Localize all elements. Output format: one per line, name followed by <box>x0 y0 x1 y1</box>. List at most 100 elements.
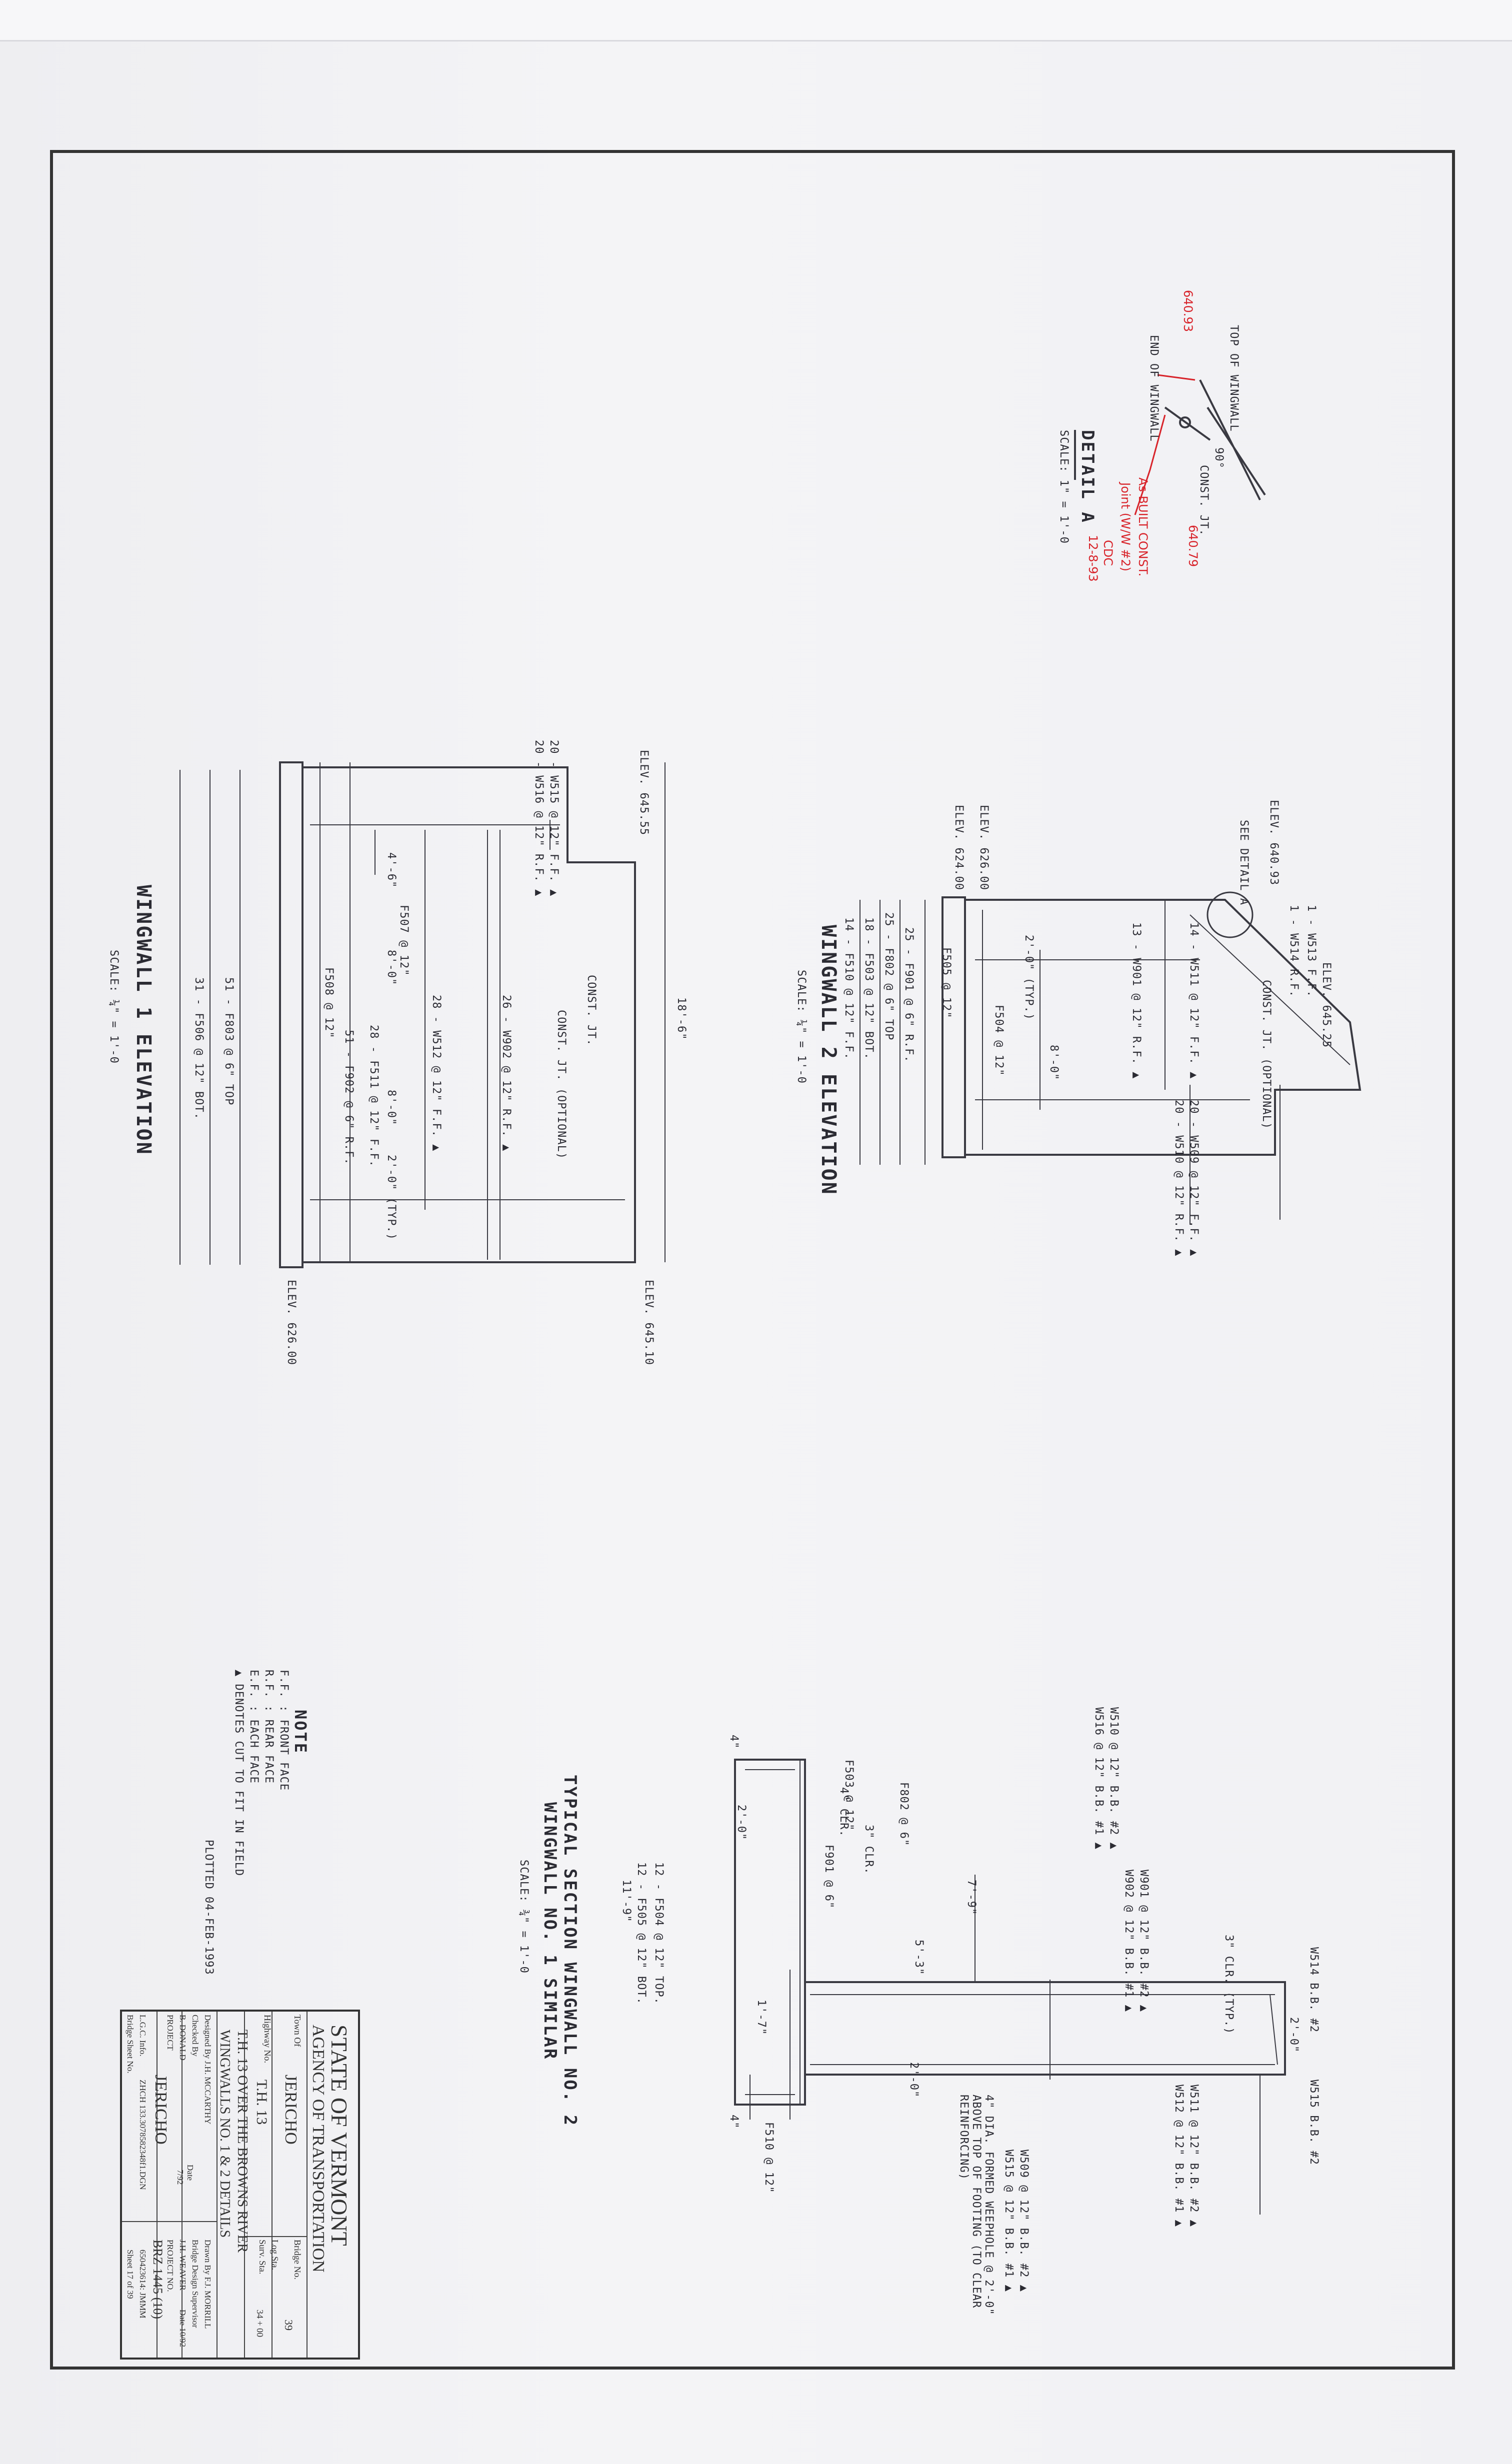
ww2-scale: SCALE: ¼" = 1'-0 <box>795 970 808 1084</box>
sec-label-8: W512 @ 12" B.B. #1 ▲ <box>1172 2085 1185 2227</box>
tb-project: JERICHO <box>152 2075 170 2145</box>
ww2-bar-bottom-1: 20 - W509 @ 12" F.F. ▲ <box>1188 1100 1200 1257</box>
detail-a-end-label: END OF WINGWALL <box>1148 335 1160 442</box>
tb-log-sta-label: Log Sta. <box>270 2240 280 2270</box>
detail-a-handwritten-initials: CDC <box>1101 540 1115 566</box>
tb-bridge-no: 39 <box>282 2320 295 2331</box>
ww2-bar-top-1: 1 - W513 F.F. <box>1305 905 1318 998</box>
ww1-elev-top-left: ELEV. 645.55 <box>638 750 650 835</box>
ww1-elev-top-right: ELEV. 645.10 <box>642 1280 655 1365</box>
detail-a-handwritten-elev1: 640.93 <box>1181 290 1195 332</box>
tb-project-label: PROJECT <box>166 2015 175 2051</box>
ww2-bar-bottom-2: 20 - W510 @ 12" R.F. ▲ <box>1172 1100 1185 1257</box>
wingwall1-inner-bars <box>310 820 625 1205</box>
detail-a-top-label: TOP OF WINGWALL <box>1228 325 1240 432</box>
ww2-dowel-1: F505 @ 12" <box>940 947 952 1019</box>
ww2-elev-footing: ELEV. 626.00 <box>978 805 990 890</box>
ww1-bar-footing-1: 28 - F511 @ 12" F.F. <box>368 1025 380 1167</box>
detail-a-handwritten-note2: Joint (W/W #2) <box>1118 482 1132 571</box>
ww2-dowel-2: F504 @ 12" <box>992 1005 1005 1076</box>
sec-dim-7: 4" <box>728 1735 740 1749</box>
tb-project-no-label: PROJECT NO. <box>166 2240 175 2292</box>
paper-edge <box>0 0 1512 41</box>
tb-surv-sta-label: Surv. Sta. <box>258 2240 268 2275</box>
ww1-const-jt: CONST. JT. <box>585 975 598 1046</box>
ww1-dowel-1: F507 @ 12" <box>398 905 410 976</box>
sec-label-19: 3" CLR. (TYP.) <box>1222 1935 1235 2035</box>
ww2-const-jt-optional: CONST. JT. (OPTIONAL) <box>1260 980 1272 1130</box>
tb-sheet: Sheet 17 of 39 <box>126 2250 135 2299</box>
tb-supervisor-date: Date 10/92 <box>178 2310 188 2348</box>
note-title: NOTE <box>291 1710 310 1755</box>
section-stem <box>805 1981 1286 2076</box>
tb-lg-info: L.G.C. Info. <box>138 2015 148 2057</box>
sec-weephole-note: 4" DIA. FORMED WEEPHOLE @ 2'-0" ABOVE TO… <box>958 2095 995 2316</box>
tb-checked-by: Checked By <box>190 2015 200 2057</box>
tb-agency: AGENCY OF TRANSPORTATION <box>309 2025 328 2273</box>
ww1-bar-top-1: 20 - W515 @ 12" F.F. ▲ <box>548 740 560 897</box>
sec-label-1: W510 @ 12" B.B. #2 ▲ <box>1108 1707 1120 1850</box>
sec-dim-4: 1'-7" <box>755 2000 768 2036</box>
detail-a-angle: 90° <box>1212 447 1225 469</box>
note-line-3: E.F. : EACH FACE <box>248 1670 260 1784</box>
sec-dim-1: 2'-0" <box>735 1805 748 1841</box>
ww1-dim-1: 4'-6" <box>385 852 398 888</box>
sec-subtitle: WINGWALL NO. 1 SIMILAR <box>540 1802 560 2061</box>
tb-bridge-no-label: Bridge No. <box>292 2240 302 2280</box>
ww1-scale: SCALE: ¼" = 1'-0 <box>108 950 120 1064</box>
ww1-const-jt-optional: CONST. JT. (OPTIONAL) <box>555 1010 568 1160</box>
ww1-title: WINGWALL 1 ELEVATION <box>132 885 155 1156</box>
detail-a-leader <box>1134 374 1196 515</box>
wingwall2-inner-bars <box>975 910 1350 1150</box>
ww1-bar-top-2: 20 - W516 @ 12" R.F. ▲ <box>532 740 545 897</box>
ww2-elev-bottom: ELEV. 624.00 <box>952 805 965 890</box>
note-line-2: R.F. : REAR FACE <box>262 1670 275 1784</box>
ww2-bar-footing-3: 18 - F503 @ 12" BOT. <box>862 917 875 1060</box>
tb-file: ZHCH 133.3078582348f1.DGN <box>138 2080 148 2190</box>
tb-project-no: BRZ 1445 (10) <box>150 2240 165 2319</box>
sec-dim-8: 4" <box>728 2115 740 2129</box>
detail-a-handwritten-note1: As BUILT CONST. <box>1136 477 1150 577</box>
detail-a-handwritten-date: 12-8-93 <box>1086 535 1100 582</box>
sec-dim-3: 5'-3" <box>912 1940 925 1976</box>
detail-a-title: DETAIL A <box>1078 430 1098 524</box>
sec-scale: SCALE: ¾" = 1'-0 <box>518 1860 530 1974</box>
sec-dim-9: 2'-0" <box>1288 2017 1300 2053</box>
plotted-date: PLOTTED 04-FEB-1993 <box>202 1840 215 1975</box>
tb-highway: T.H. 13 <box>254 2080 270 2125</box>
detail-a-callout <box>1206 891 1254 938</box>
sec-label-15: 12 - F504 @ 12" TOP. <box>652 1862 665 2005</box>
ww1-bar-footing-3: 51 - F803 @ 6" TOP <box>222 977 235 1106</box>
sec-label-2: W516 @ 12" B.B. #1 ▲ <box>1092 1707 1105 1850</box>
ww2-bar-body-1: 14 - W511 @ 12" F.F. ▲ <box>1188 922 1200 1079</box>
tb-file-code: 650423614: JMMM <box>138 2250 148 2319</box>
sec-label-16: 12 - F505 @ 12" BOT. <box>635 1862 648 2005</box>
tb-checker: B. DONALD <box>178 2015 188 2061</box>
ww2-elev-top: ELEV. 640.93 <box>1268 800 1280 885</box>
tb-bridge-design-supervisor: Bridge Design Supervisor <box>190 2240 200 2328</box>
ww2-bar-footing-4: 14 - F510 @ 12" F.F. <box>842 917 855 1060</box>
sec-title: TYPICAL SECTION WINGWALL NO. 2 <box>560 1775 580 2127</box>
wingwall1-wall <box>302 766 636 1263</box>
tb-designed-by: Designed By J.H. MCCARTHY <box>203 2015 212 2125</box>
ww2-bar-footing-2: 25 - F802 @ 6" TOP <box>882 912 895 1041</box>
sec-label-11: F802 @ 6" <box>898 1782 910 1847</box>
tb-date-label: Date <box>186 2165 195 2181</box>
section-footing <box>734 1759 806 2106</box>
tb-drawn-by: Drawn By F.J. MORRILL <box>203 2240 212 2329</box>
ww1-dowel-2: F508 @ 12" <box>322 967 335 1039</box>
sec-label-5: W514 B.B. #2 <box>1308 1947 1320 2033</box>
sec-label-13: F901 @ 6" <box>822 1845 835 1909</box>
ww2-title: WINGWALL 2 ELEVATION <box>817 925 840 1196</box>
note-line-4: ▲ DENOTES CUT TO FIT IN FIELD <box>232 1670 245 1877</box>
tb-town: JERICHO <box>282 2075 300 2145</box>
wingwall2-dims <box>860 900 1280 1225</box>
sec-label-10: W515 @ 12" B.B. #1 ▲ <box>1002 2150 1015 2292</box>
sec-label-3: W901 @ 12" B.B. #2 ▲ <box>1138 1870 1150 2012</box>
tb-description-2: WINGWALLS NO. 1 & 2 DETAILS <box>217 2030 232 2238</box>
tb-supervisor: J.H. WEAVER <box>178 2240 188 2291</box>
ww2-elev-right: ELEV. 645.25 <box>1320 962 1332 1048</box>
tb-highway-label: Highway No. <box>262 2015 272 2063</box>
